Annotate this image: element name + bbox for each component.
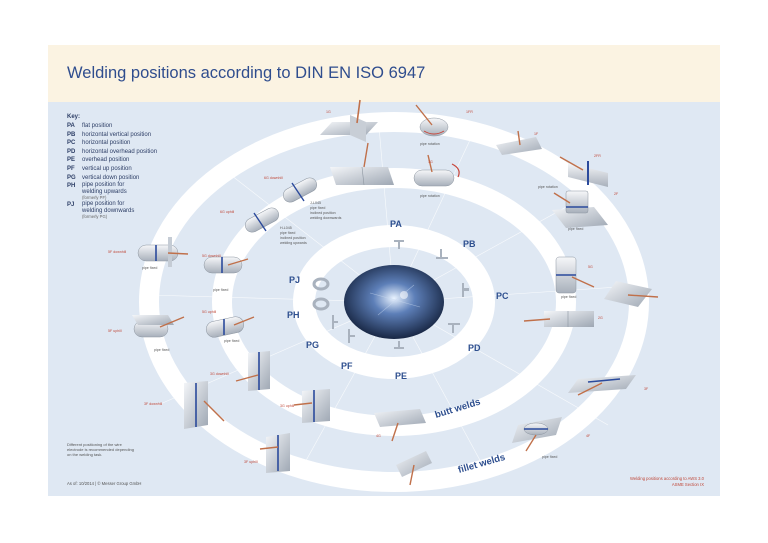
caption-pipe-fixed-6: pipe fixed: [154, 348, 169, 352]
photo-detail: [369, 284, 421, 316]
svg-text:5G uphill: 5G uphill: [202, 310, 216, 314]
svg-text:3G uphill: 3G uphill: [280, 404, 294, 408]
label-pj: PJ: [289, 275, 300, 285]
svg-text:inclined position: inclined position: [280, 236, 306, 240]
svg-text:1G: 1G: [428, 160, 433, 164]
caption-pipe-fixed-2: pipe fixed: [561, 295, 576, 299]
label-pe: PE: [395, 371, 407, 381]
inner-symbols: [332, 240, 469, 349]
svg-text:2F: 2F: [614, 192, 619, 196]
label-pf: PF: [341, 361, 353, 371]
svg-text:4F: 4F: [586, 434, 591, 438]
svg-text:welding upwards: welding upwards: [280, 241, 307, 245]
asme-note: Welding positions according to AWS 3.0 A…: [629, 476, 704, 487]
label-ph: PH: [287, 310, 300, 320]
as-of-text: As of: 10/2014 | © Messer Group GmbH: [67, 481, 142, 486]
caption-pipe-fixed-5: pipe fixed: [224, 339, 239, 343]
svg-text:3F downhill: 3F downhill: [144, 402, 162, 406]
label-pg: PG: [306, 340, 319, 350]
svg-text:2FR: 2FR: [594, 154, 601, 158]
svg-text:1G: 1G: [326, 110, 331, 114]
pj-pipe-symbol: [312, 277, 330, 291]
svg-text:5G downhill: 5G downhill: [202, 254, 221, 258]
caption-h045: H-L045 pipe fixed inclined position weld…: [280, 226, 307, 245]
key-heading: Key:: [67, 114, 81, 120]
caption-pipe-fixed-7: pipe fixed: [542, 455, 557, 459]
svg-text:1FR: 1FR: [466, 110, 473, 114]
svg-text:H-L045: H-L045: [280, 226, 292, 230]
label-pb: PB: [463, 239, 476, 249]
caption-pipe-fixed-1: pipe fixed: [568, 227, 583, 231]
svg-text:6G uphill: 6G uphill: [220, 210, 234, 214]
caption-pipe-fixed-4: pipe fixed: [213, 288, 228, 292]
caption-pipe-rotation-3: pipe rotation: [538, 185, 558, 189]
svg-text:pipe fixed: pipe fixed: [310, 206, 325, 210]
weld-illustrations: [132, 99, 659, 486]
caption-pipe-rotation-2: pipe rotation: [420, 194, 440, 198]
footnote: Different positioning of the wire electr…: [67, 442, 134, 457]
svg-text:4G: 4G: [376, 434, 381, 438]
svg-text:5G: 5G: [588, 265, 593, 269]
ph-pipe-symbol: [312, 297, 330, 311]
label-pd: PD: [468, 343, 481, 353]
svg-text:5F uphill: 5F uphill: [108, 329, 122, 333]
caption-pipe-rotation-1: pipe rotation: [420, 142, 440, 146]
label-pc: PC: [496, 291, 509, 301]
page-title: Welding positions according to DIN EN IS…: [67, 64, 426, 82]
inner-ring: [293, 225, 495, 379]
svg-text:J-L045: J-L045: [310, 201, 321, 205]
key-note-pj: (formerly PG): [82, 214, 108, 220]
middle-ring: [212, 168, 576, 436]
svg-text:pipe fixed: pipe fixed: [280, 231, 295, 235]
caption-l045: J-L045 pipe fixed inclined position weld…: [310, 201, 342, 220]
svg-text:6G downhill: 6G downhill: [264, 176, 283, 180]
poster: Welding positions according to DIN EN IS…: [48, 45, 720, 496]
aws-labels: 1G 1FR 1F 2FR 2F 1G 6G downhill 6G uphil…: [108, 110, 649, 464]
caption-pipe-fixed-3: pipe fixed: [142, 266, 157, 270]
svg-text:3G downhill: 3G downhill: [210, 372, 229, 376]
header-band: [48, 45, 720, 102]
svg-text:inclined position: inclined position: [310, 211, 336, 215]
svg-text:welding downwards: welding downwards: [310, 216, 342, 220]
svg-text:3F: 3F: [644, 387, 649, 391]
svg-text:5F downhill: 5F downhill: [108, 250, 126, 254]
key-note-ph: (formerly PF): [82, 195, 107, 201]
label-pa: PA: [390, 219, 402, 229]
welding-diagram: PA PB PC PD PE PF PG PH PJ butt welds fi…: [108, 99, 659, 492]
svg-text:1F: 1F: [534, 132, 539, 136]
svg-text:2G: 2G: [598, 316, 603, 320]
svg-text:3F uphill: 3F uphill: [244, 460, 258, 464]
